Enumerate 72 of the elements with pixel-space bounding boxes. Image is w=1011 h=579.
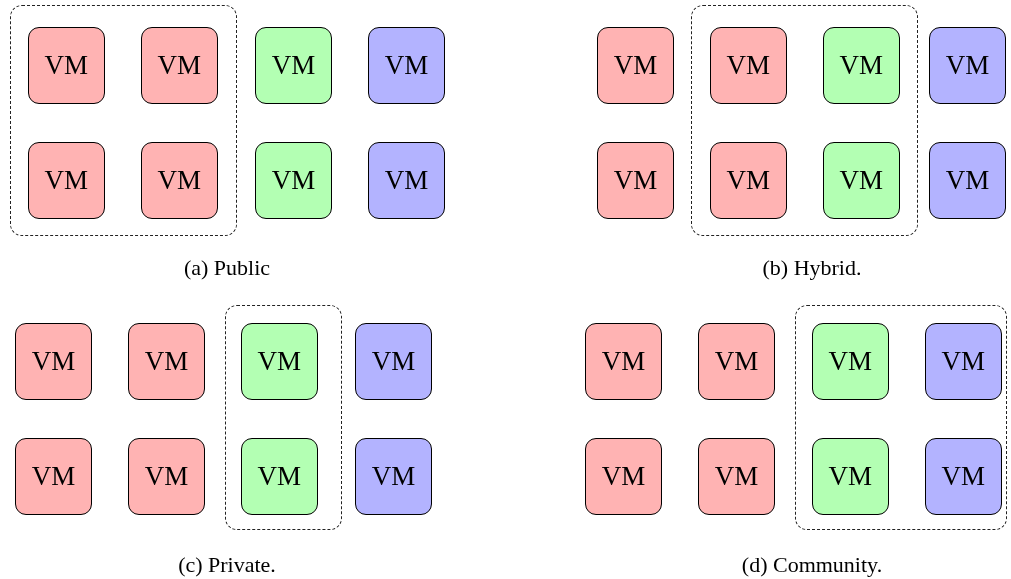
vm-label: VM	[31, 461, 76, 492]
vm-box	[822, 141, 900, 219]
vm-label: VM	[828, 460, 872, 492]
vm-label: VM	[945, 50, 990, 81]
vm-label: VM	[726, 164, 770, 196]
vm-box	[140, 26, 218, 104]
vm-label: VM	[601, 346, 646, 377]
vm-box	[929, 27, 1006, 104]
vm-label: VM	[44, 164, 88, 196]
vm-label: VM	[726, 49, 770, 81]
vm-box	[811, 437, 889, 515]
vm-label: VM	[941, 345, 985, 377]
vm-label: VM	[257, 345, 301, 377]
dashed-group-box	[10, 5, 237, 236]
vm-label: VM	[828, 345, 872, 377]
vm-box	[698, 438, 775, 515]
subfigure-caption: (d) Community.	[741, 552, 883, 578]
subfigure-caption: (a) Public	[183, 255, 271, 281]
vm-box	[15, 438, 92, 515]
vm-label: VM	[941, 460, 985, 492]
vm-label: VM	[714, 346, 759, 377]
vm-label: VM	[157, 49, 201, 81]
vm-box	[709, 141, 787, 219]
vm-box	[128, 438, 205, 515]
vm-box	[709, 26, 787, 104]
vm-box	[128, 323, 205, 400]
vm-box	[240, 322, 318, 400]
vm-box	[140, 141, 218, 219]
vm-label: VM	[144, 346, 189, 377]
vm-label: VM	[271, 50, 316, 81]
vm-box	[255, 142, 332, 219]
vm-box	[811, 322, 889, 400]
vm-box	[822, 26, 900, 104]
vm-box	[698, 323, 775, 400]
dashed-group-box	[225, 305, 342, 530]
vm-box	[585, 323, 662, 400]
vm-label: VM	[601, 461, 646, 492]
vm-label: VM	[44, 49, 88, 81]
vm-label: VM	[839, 49, 883, 81]
vm-label: VM	[714, 461, 759, 492]
vm-box	[240, 437, 318, 515]
vm-box	[597, 142, 674, 219]
vm-box	[924, 437, 1002, 515]
vm-label: VM	[384, 165, 429, 196]
vm-box	[368, 142, 445, 219]
vm-label: VM	[839, 164, 883, 196]
vm-label: VM	[257, 460, 301, 492]
vm-label: VM	[371, 461, 416, 492]
vm-label: VM	[144, 461, 189, 492]
vm-box	[355, 438, 432, 515]
vm-box	[368, 27, 445, 104]
vm-box	[27, 141, 105, 219]
vm-box	[585, 438, 662, 515]
vm-label: VM	[271, 165, 316, 196]
subfigure-caption: (b) Hybrid.	[762, 255, 862, 281]
vm-box	[924, 322, 1002, 400]
vm-label: VM	[157, 164, 201, 196]
vm-box	[15, 323, 92, 400]
vm-box	[355, 323, 432, 400]
vm-label: VM	[613, 165, 658, 196]
vm-label: VM	[371, 346, 416, 377]
vm-label: VM	[945, 165, 990, 196]
vm-box	[597, 27, 674, 104]
vm-label: VM	[384, 50, 429, 81]
vm-box	[255, 27, 332, 104]
dashed-group-box	[691, 5, 918, 236]
vm-label: VM	[31, 346, 76, 377]
vm-box	[929, 142, 1006, 219]
subfigure-caption: (c) Private.	[178, 552, 276, 578]
dashed-group-box	[795, 305, 1007, 530]
vm-label: VM	[613, 50, 658, 81]
vm-box	[27, 26, 105, 104]
